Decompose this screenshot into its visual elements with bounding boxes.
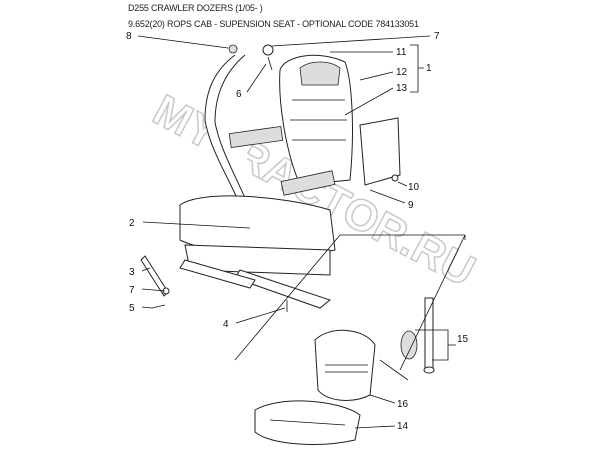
callout-4: 4: [223, 319, 229, 330]
callout-8: 8: [126, 31, 132, 42]
bellows: [400, 330, 418, 360]
leader-lines: [137, 35, 456, 429]
diagram-title: D255 CRAWLER DOZERS (1/05- ): [128, 3, 263, 13]
callout-16: 16: [397, 399, 409, 410]
bracket: [140, 255, 169, 297]
slide-rail: [234, 269, 332, 309]
callout-15: 15: [457, 334, 469, 345]
callout-5: 5: [129, 303, 135, 314]
callout-11: 11: [396, 47, 407, 58]
headrest: [299, 61, 341, 86]
shock-absorber: [424, 297, 434, 369]
callout-12: 12: [396, 67, 408, 78]
control-box: [359, 117, 401, 186]
callout-3: 3: [129, 267, 135, 278]
callout-7-left: 7: [129, 285, 135, 296]
diagram-subtitle: 9.652(20) ROPS CAB - SUPENSION SEAT - OP…: [128, 19, 419, 29]
callout-9: 9: [408, 200, 414, 211]
callout-13: 13: [396, 83, 408, 94]
callout-10: 10: [408, 182, 420, 193]
armrest-right: [280, 170, 336, 196]
bolt: [267, 56, 273, 71]
callout-2: 2: [129, 218, 135, 229]
callout-7-top: 7: [434, 31, 440, 42]
callout-1: 1: [426, 63, 432, 74]
nut: [228, 44, 238, 54]
callout-14: 14: [397, 421, 409, 432]
belt-anchor: [262, 44, 274, 56]
callout-6: 6: [236, 89, 242, 100]
armrest-left: [228, 125, 284, 149]
